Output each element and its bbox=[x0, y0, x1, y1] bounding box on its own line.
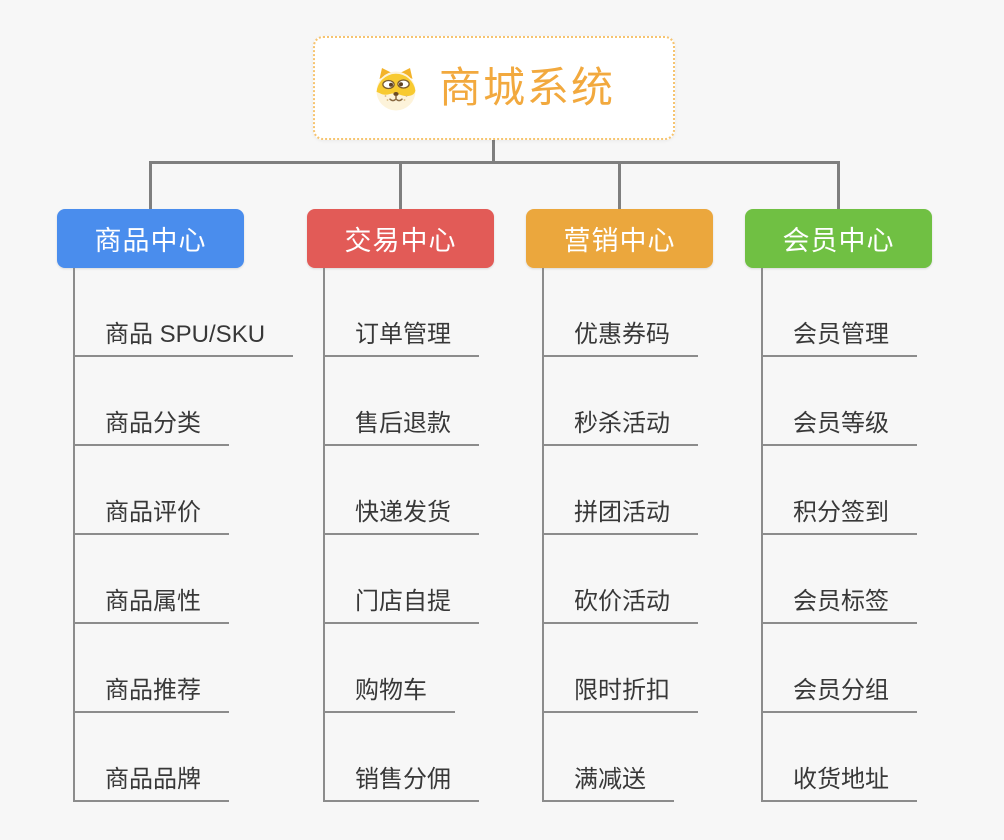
connector-drop bbox=[149, 161, 152, 210]
leaf-node[interactable]: 满减送 bbox=[542, 768, 674, 802]
connector-drop bbox=[399, 161, 402, 210]
connector-drop bbox=[837, 161, 840, 210]
leaf-node[interactable]: 销售分佣 bbox=[323, 768, 479, 802]
branch-marketing-center[interactable]: 营销中心 bbox=[526, 209, 713, 268]
leaf-node[interactable]: 商品推荐 bbox=[73, 679, 229, 713]
leaf-node[interactable]: 商品评价 bbox=[73, 501, 229, 535]
branch-product-center[interactable]: 商品中心 bbox=[57, 209, 244, 268]
leaf-node[interactable]: 会员等级 bbox=[761, 412, 917, 446]
branch-trade-center[interactable]: 交易中心 bbox=[307, 209, 494, 268]
leaf-node[interactable]: 商品 SPU/SKU bbox=[73, 323, 294, 357]
leaf-node[interactable]: 商品属性 bbox=[73, 590, 229, 624]
leaf-node[interactable]: 拼团活动 bbox=[542, 501, 698, 535]
leaf-node[interactable]: 商品分类 bbox=[73, 412, 229, 446]
connector-root-stem bbox=[492, 140, 495, 163]
leaf-node[interactable]: 限时折扣 bbox=[542, 679, 698, 713]
connector-drop bbox=[618, 161, 621, 210]
leaf-node[interactable]: 积分签到 bbox=[761, 501, 917, 535]
dog-face-icon bbox=[376, 68, 416, 111]
leaf-node[interactable]: 会员管理 bbox=[761, 323, 917, 357]
leaf-node[interactable]: 秒杀活动 bbox=[542, 412, 698, 446]
root-node[interactable]: 商城系统 bbox=[313, 36, 675, 140]
leaf-node[interactable]: 快递发货 bbox=[323, 501, 479, 535]
connector-horizontal bbox=[149, 161, 840, 164]
leaf-node[interactable]: 门店自提 bbox=[323, 590, 479, 624]
leaf-node[interactable]: 售后退款 bbox=[323, 412, 479, 446]
leaf-node[interactable]: 砍价活动 bbox=[542, 590, 698, 624]
leaf-node[interactable]: 商品品牌 bbox=[73, 768, 229, 802]
leaf-node[interactable]: 订单管理 bbox=[323, 323, 479, 357]
leaf-node[interactable]: 会员标签 bbox=[761, 590, 917, 624]
leaf-node[interactable]: 购物车 bbox=[323, 679, 455, 713]
leaf-node[interactable]: 收货地址 bbox=[761, 768, 917, 802]
leaf-node[interactable]: 会员分组 bbox=[761, 679, 917, 713]
root-label: 商城系统 bbox=[438, 64, 615, 111]
leaf-node[interactable]: 优惠券码 bbox=[542, 323, 698, 357]
branch-member-center[interactable]: 会员中心 bbox=[745, 209, 932, 268]
